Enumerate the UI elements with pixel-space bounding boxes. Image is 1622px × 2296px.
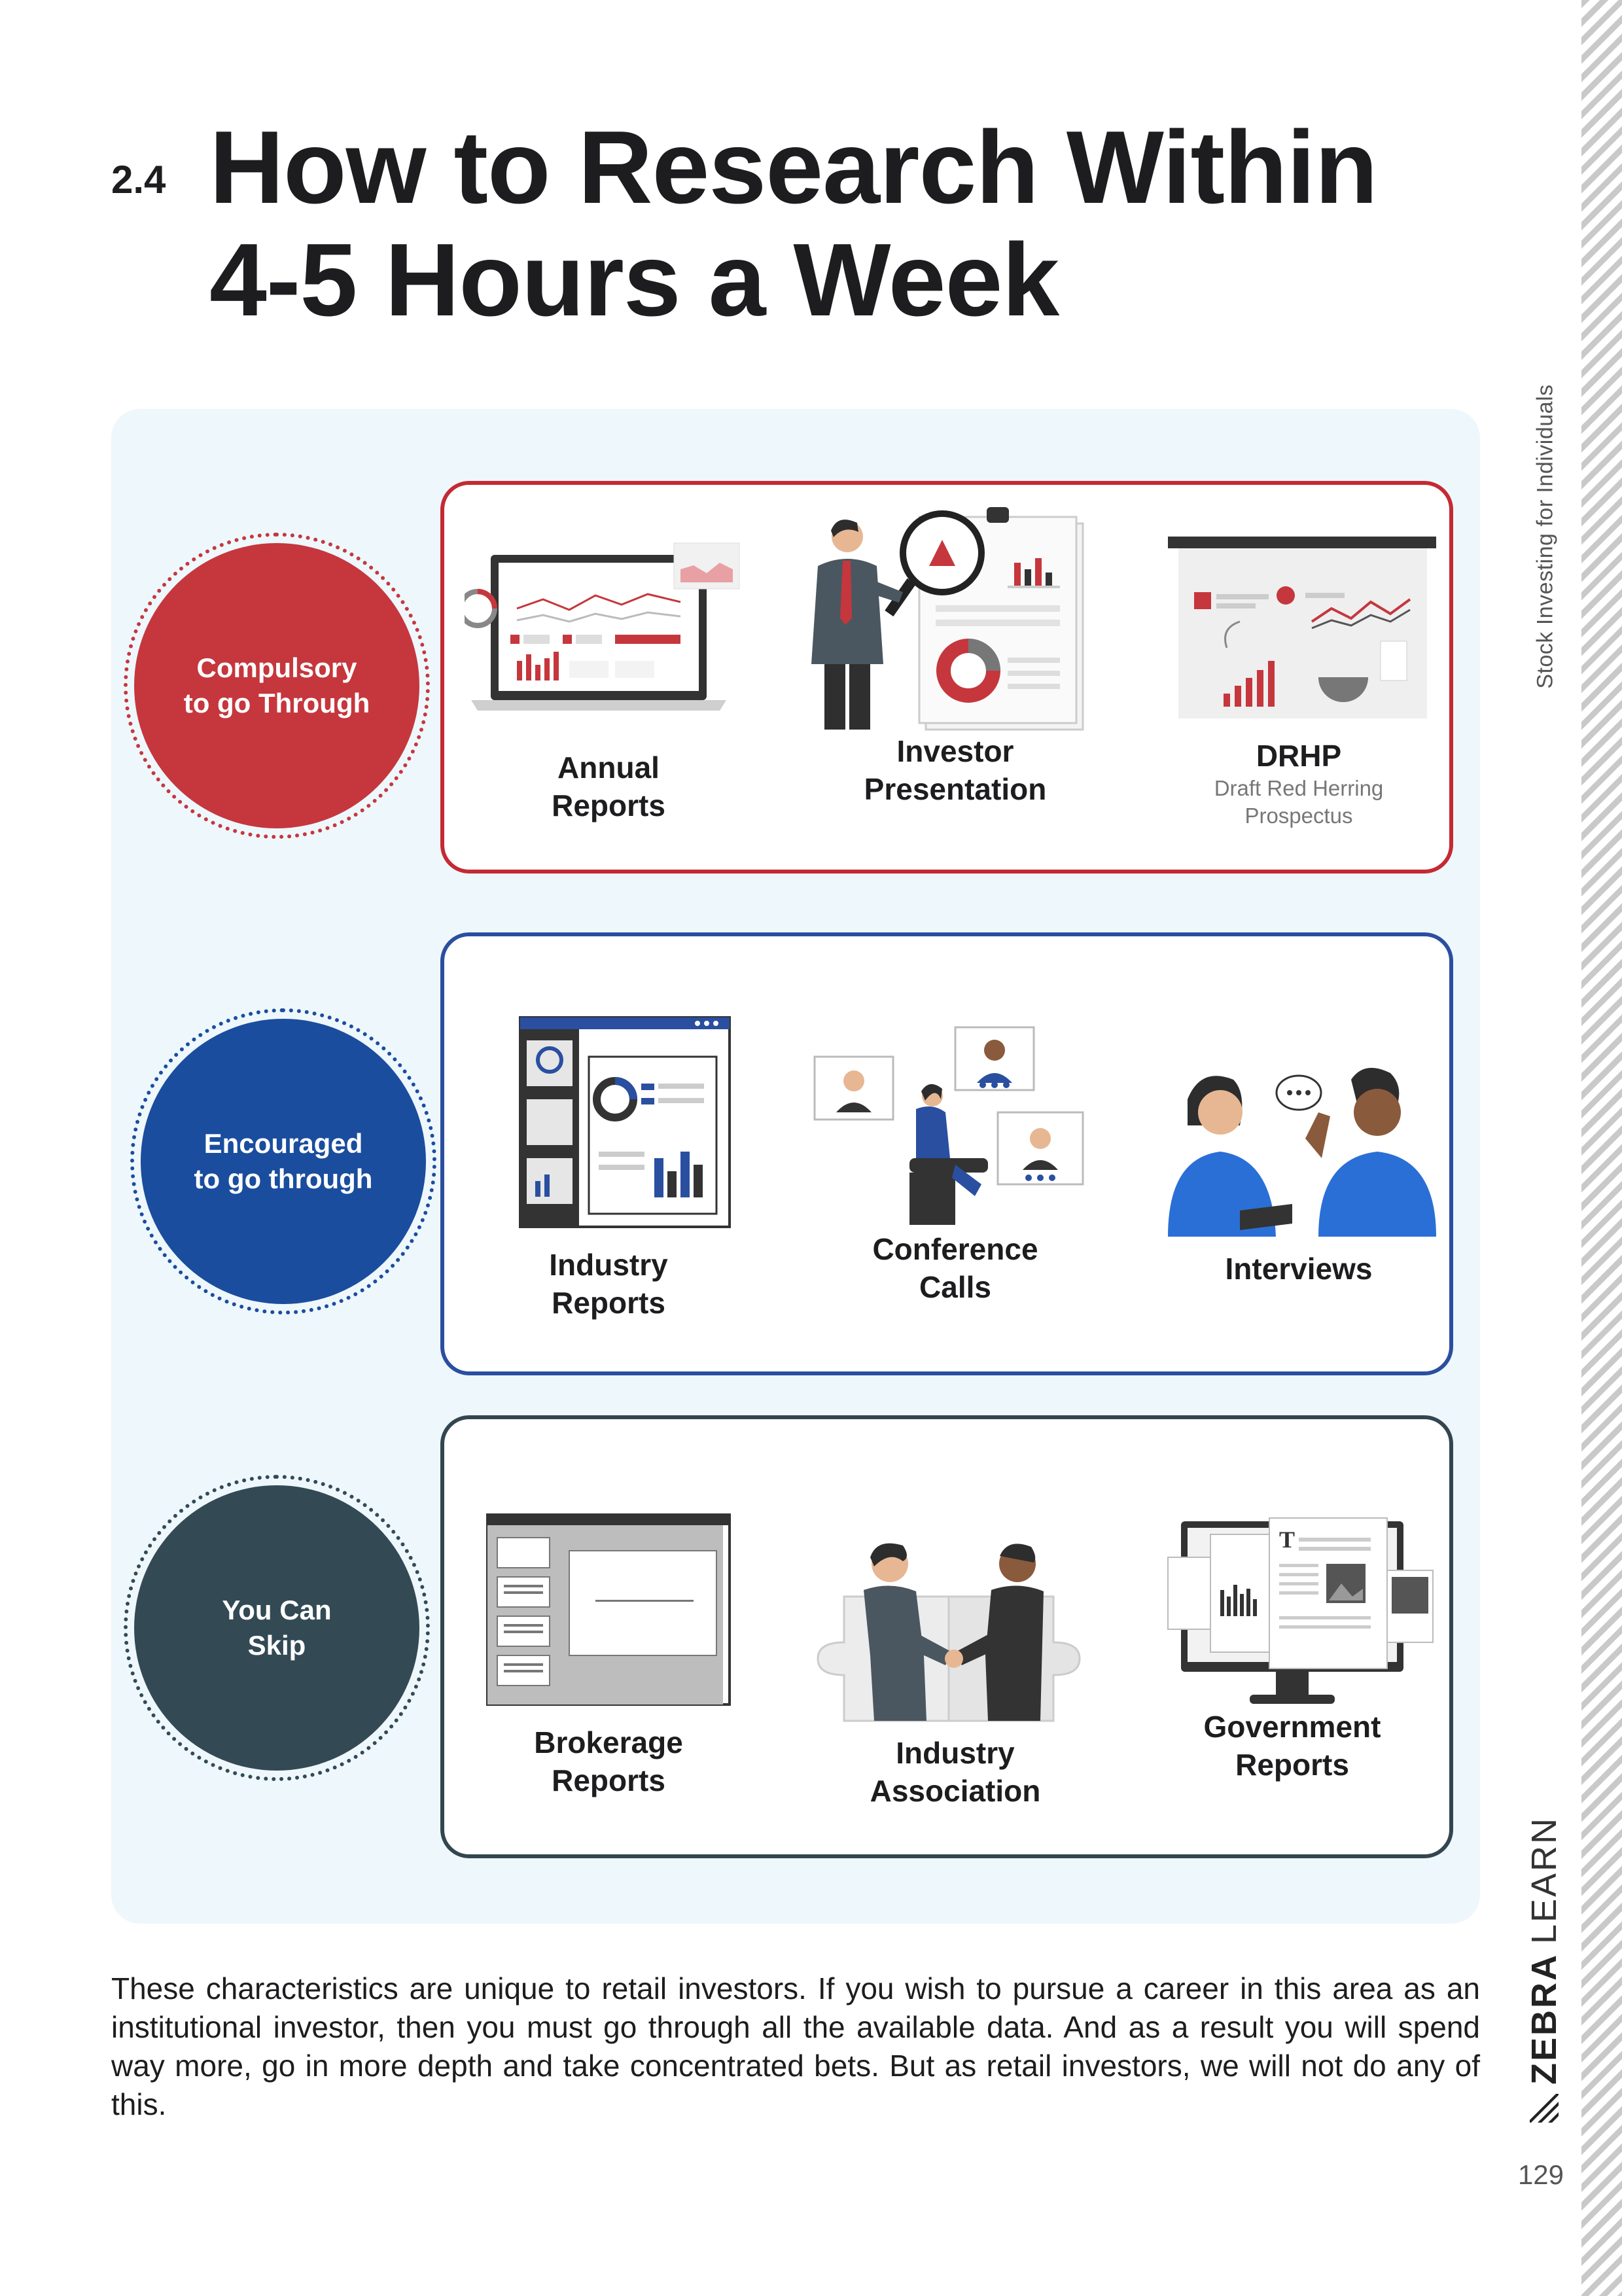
laptop-report-icon (465, 542, 740, 711)
page-title: How to Research Within 4-5 Hours a Week (209, 110, 1378, 338)
monitor-newspaper-icon: T (1167, 1517, 1434, 1704)
handshake-puzzle-icon (817, 1543, 1081, 1722)
svg-text:T: T (1279, 1527, 1295, 1553)
presenter-magnifier-icon (811, 507, 1084, 731)
body-paragraph: These characteristics are unique to reta… (111, 1971, 1480, 2121)
video-call-icon (813, 1026, 1084, 1225)
page-number: 129 (1517, 2159, 1564, 2190)
zebra-stripes-icon (1530, 2094, 1559, 2123)
source-interviews: Interviews (1145, 1053, 1453, 1288)
book-title-vertical: Stock Investing for Individuals (1532, 384, 1558, 689)
interview-people-icon (1168, 1068, 1436, 1237)
section-number: 2.4 (111, 158, 166, 202)
dashboard-window-icon (519, 1016, 731, 1228)
page-edge-stripe (1581, 0, 1622, 2296)
whiteboard-chart-icon (1168, 537, 1436, 718)
browser-document-icon (486, 1513, 731, 1706)
